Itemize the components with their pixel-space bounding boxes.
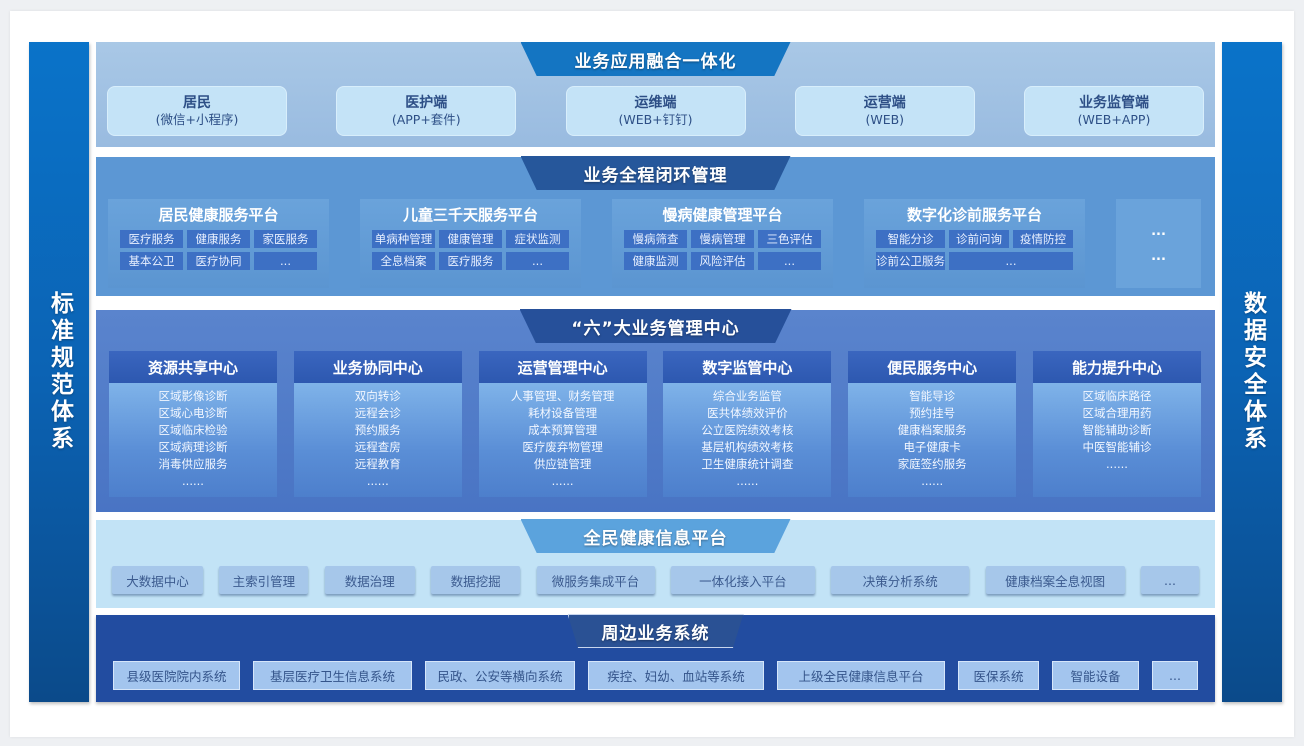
platform-module: 数据治理 bbox=[324, 566, 415, 594]
platform-tag: 全息档案 bbox=[372, 252, 435, 270]
platform-tag: 症状监测 bbox=[506, 230, 569, 248]
platform-digital-pre-diagnosis: 数字化诊前服务平台 智能分诊 诊前问询 疫情防控 诊前公卫服务 ... bbox=[864, 199, 1085, 288]
data-security-pillar: 数据安全体系 bbox=[1222, 42, 1282, 702]
peripheral-system: ... bbox=[1152, 661, 1198, 690]
data-security-label: 数据安全体系 bbox=[1239, 291, 1266, 453]
platform-tag: 健康管理 bbox=[439, 230, 502, 248]
platform-tag: ... bbox=[254, 252, 317, 270]
layer-six-management-centers: “六”大业务管理中心 资源共享中心 区域影像诊断 区域心电诊断 区域临床检验 区… bbox=[96, 309, 1215, 512]
layer-title: 业务全程闭环管理 bbox=[520, 156, 791, 190]
center-operations-management: 运营管理中心 人事管理、财务管理 耗材设备管理 成本预算管理 医疗废弃物管理 供… bbox=[478, 351, 647, 497]
peripheral-system: 基层医疗卫生信息系统 bbox=[253, 661, 412, 690]
center-public-service: 便民服务中心 智能导诊 预约挂号 健康档案服务 电子健康卡 家庭签约服务 ...… bbox=[848, 351, 1017, 497]
platform-tag: 疫情防控 bbox=[1013, 230, 1073, 248]
platform-child-3000-days: 儿童三千天服务平台 单病种管理 健康管理 症状监测 全息档案 医疗服务 ... bbox=[360, 199, 581, 288]
layer-peripheral-systems: 周边业务系统 县级医院院内系统 基层医疗卫生信息系统 民政、公安等横向系统 疾控… bbox=[96, 614, 1215, 702]
center-digital-supervision: 数字监管中心 综合业务监管 医共体绩效评价 公立医院绩效考核 基层机构绩效考核 … bbox=[663, 351, 832, 497]
peripheral-system: 智能设备 bbox=[1052, 661, 1139, 690]
client-operations: 运营端 (WEB) bbox=[794, 86, 975, 136]
platform-tag: 健康服务 bbox=[187, 230, 250, 248]
platform-tag: 家医服务 bbox=[254, 230, 317, 248]
layer-title: 业务应用融合一体化 bbox=[520, 42, 791, 76]
standards-system-pillar: 标准规范体系 bbox=[29, 42, 89, 702]
platform-resident-health: 居民健康服务平台 医疗服务 健康服务 家医服务 基本公卫 医疗协同 ... bbox=[108, 199, 329, 288]
layer-title: “六”大业务管理中心 bbox=[519, 309, 792, 343]
platform-module: 一体化接入平台 bbox=[670, 566, 815, 594]
peripheral-system: 上级全民健康信息平台 bbox=[777, 661, 945, 690]
layer-title: 周边业务系统 bbox=[567, 614, 744, 648]
center-business-collaboration: 业务协同中心 双向转诊 远程会诊 预约服务 远程查房 远程教育 ...... bbox=[293, 351, 462, 497]
platform-module: 微服务集成平台 bbox=[536, 566, 655, 594]
peripheral-system: 民政、公安等横向系统 bbox=[425, 661, 575, 690]
peripheral-system: 医保系统 bbox=[958, 661, 1039, 690]
platform-tag: ... bbox=[506, 252, 569, 270]
layer-title: 全民健康信息平台 bbox=[520, 519, 791, 553]
platform-tag: 医疗协同 bbox=[187, 252, 250, 270]
platform-module: 健康档案全息视图 bbox=[985, 566, 1125, 594]
platform-tag: 慢病管理 bbox=[691, 230, 754, 248]
platform-tag: 慢病筛查 bbox=[624, 230, 687, 248]
client-resident: 居民 (微信+小程序) bbox=[107, 86, 287, 136]
platform-module: ... bbox=[1141, 566, 1199, 594]
platform-tag: 医疗服务 bbox=[439, 252, 502, 270]
platform-tag: ... bbox=[758, 252, 821, 270]
platform-tag: 基本公卫 bbox=[120, 252, 183, 270]
peripheral-system: 县级医院院内系统 bbox=[113, 661, 240, 690]
platform-tag: 三色评估 bbox=[758, 230, 821, 248]
platform-tag: 诊前公卫服务 bbox=[876, 252, 945, 270]
platform-module: 大数据中心 bbox=[112, 566, 203, 594]
platform-tag: 健康监测 bbox=[624, 252, 687, 270]
platform-chronic-disease: 慢病健康管理平台 慢病筛查 慢病管理 三色评估 健康监测 风险评估 ... bbox=[612, 199, 833, 288]
layer-health-info-platform: 全民健康信息平台 大数据中心 主索引管理 数据治理 数据挖掘 微服务集成平台 一… bbox=[96, 519, 1215, 608]
ellipsis: ... bbox=[1151, 248, 1166, 264]
center-resource-sharing: 资源共享中心 区域影像诊断 区域心电诊断 区域临床检验 区域病理诊断 消毒供应服… bbox=[109, 351, 277, 497]
center-capability-improvement: 能力提升中心 区域临床路径 区域合理用药 智能辅助诊断 中医智能辅诊 .....… bbox=[1032, 351, 1201, 497]
platform-tag: 医疗服务 bbox=[120, 230, 183, 248]
standards-system-label: 标准规范体系 bbox=[46, 291, 73, 453]
client-medical-staff: 医护端 (APP+套件) bbox=[336, 86, 517, 136]
platform-module: 决策分析系统 bbox=[831, 566, 970, 594]
client-ops: 运维端 (WEB+钉钉) bbox=[565, 86, 746, 136]
layer-closed-loop-management: 业务全程闭环管理 居民健康服务平台 医疗服务 健康服务 家医服务 基本公卫 医疗… bbox=[96, 156, 1215, 296]
peripheral-system: 疾控、妇幼、血站等系统 bbox=[588, 661, 764, 690]
platform-module: 数据挖掘 bbox=[431, 566, 521, 594]
platform-tag: 智能分诊 bbox=[876, 230, 945, 248]
platform-tag: 风险评估 bbox=[691, 252, 754, 270]
client-supervision: 业务监管端 (WEB+APP) bbox=[1024, 86, 1204, 136]
layer-application-integration: 业务应用融合一体化 居民 (微信+小程序) 医护端 (APP+套件) 运维端 (… bbox=[96, 42, 1215, 147]
platform-tag: 诊前问询 bbox=[949, 230, 1009, 248]
platform-module: 主索引管理 bbox=[219, 566, 309, 594]
ellipsis: ... bbox=[1151, 223, 1166, 239]
platform-tag: ... bbox=[949, 252, 1073, 270]
platform-tag: 单病种管理 bbox=[372, 230, 435, 248]
platform-more: ... ... bbox=[1116, 199, 1201, 288]
